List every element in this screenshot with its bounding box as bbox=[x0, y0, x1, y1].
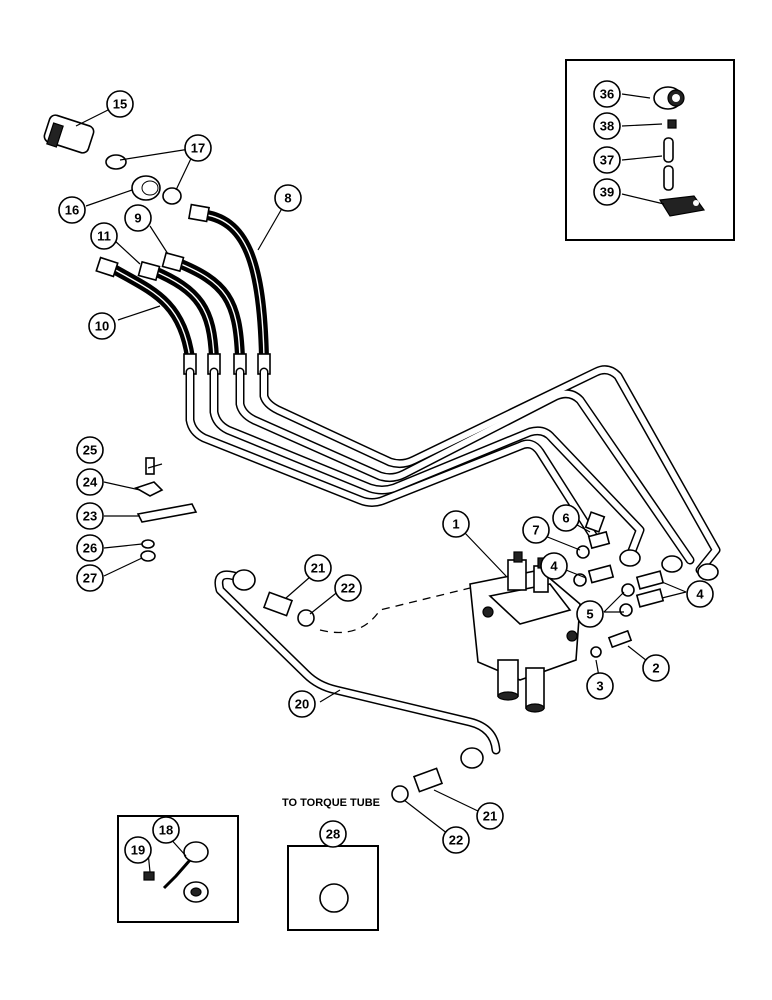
callout-39: 39 bbox=[593, 178, 621, 206]
svg-text:26: 26 bbox=[83, 541, 97, 556]
svg-text:16: 16 bbox=[65, 203, 79, 218]
callout-4-right: 4 bbox=[686, 580, 714, 608]
svg-text:3: 3 bbox=[596, 679, 603, 694]
callout-24: 24 bbox=[76, 468, 104, 496]
svg-text:27: 27 bbox=[83, 571, 97, 586]
callout-21-upper: 21 bbox=[304, 554, 332, 582]
svg-text:21: 21 bbox=[311, 561, 325, 576]
callout-27: 27 bbox=[76, 564, 104, 592]
callout-11: 11 bbox=[90, 222, 118, 250]
callout-18: 18 bbox=[152, 816, 180, 844]
callout-19: 19 bbox=[124, 836, 152, 864]
inset-detail-box-top-right bbox=[565, 59, 735, 241]
valve-fittings bbox=[262, 530, 665, 803]
callouts: 15 17 16 8 9 11 10 36 38 37 39 25 24 23 … bbox=[58, 80, 714, 864]
callout-26: 26 bbox=[76, 534, 104, 562]
callout-1: 1 bbox=[442, 510, 470, 538]
callout-23: 23 bbox=[76, 502, 104, 530]
svg-text:11: 11 bbox=[97, 229, 111, 244]
svg-text:39: 39 bbox=[600, 185, 614, 200]
callout-3: 3 bbox=[586, 672, 614, 700]
svg-text:17: 17 bbox=[191, 141, 205, 156]
control-valve-assembly bbox=[469, 551, 581, 713]
svg-text:36: 36 bbox=[600, 87, 614, 102]
callout-20: 20 bbox=[288, 690, 316, 718]
steel-tubes bbox=[185, 365, 721, 769]
svg-text:10: 10 bbox=[95, 319, 109, 334]
callout-10: 10 bbox=[88, 312, 116, 340]
svg-text:4: 4 bbox=[696, 587, 704, 602]
svg-text:9: 9 bbox=[134, 211, 141, 226]
leader-lines bbox=[75, 93, 687, 873]
callout-37: 37 bbox=[593, 146, 621, 174]
svg-text:19: 19 bbox=[131, 843, 145, 858]
nut-part bbox=[667, 119, 677, 129]
callout-8: 8 bbox=[274, 184, 302, 212]
callout-28: 28 bbox=[319, 820, 347, 848]
svg-text:2: 2 bbox=[652, 661, 659, 676]
svg-text:25: 25 bbox=[83, 443, 97, 458]
callout-6: 6 bbox=[552, 504, 580, 532]
svg-text:21: 21 bbox=[483, 809, 497, 824]
svg-text:23: 23 bbox=[83, 509, 97, 524]
svg-text:18: 18 bbox=[159, 823, 173, 838]
svg-text:22: 22 bbox=[341, 581, 355, 596]
svg-text:1: 1 bbox=[452, 517, 459, 532]
bracket-parts bbox=[134, 457, 198, 562]
block-part bbox=[658, 195, 706, 217]
svg-text:7: 7 bbox=[532, 523, 539, 538]
callout-9: 9 bbox=[124, 204, 152, 232]
svg-text:5: 5 bbox=[586, 607, 593, 622]
svg-text:15: 15 bbox=[113, 97, 127, 112]
hydraulic-hoses bbox=[95, 203, 271, 375]
pin-part bbox=[663, 137, 674, 163]
callout-22-lower: 22 bbox=[442, 826, 470, 854]
inset-detail-box-bottom-center bbox=[287, 845, 379, 931]
svg-text:6: 6 bbox=[562, 511, 569, 526]
svg-text:38: 38 bbox=[600, 119, 614, 134]
torque-tube-note: TO TORQUE TUBE bbox=[282, 797, 380, 809]
coupler-parts bbox=[43, 114, 182, 205]
callout-15: 15 bbox=[106, 90, 134, 118]
callout-21-lower: 21 bbox=[476, 802, 504, 830]
callout-7: 7 bbox=[522, 516, 550, 544]
callout-4-left: 4 bbox=[540, 552, 568, 580]
svg-text:37: 37 bbox=[600, 153, 614, 168]
callout-2: 2 bbox=[642, 654, 670, 682]
svg-text:24: 24 bbox=[83, 475, 98, 490]
callout-38: 38 bbox=[593, 112, 621, 140]
callout-16: 16 bbox=[58, 196, 86, 224]
callout-22-upper: 22 bbox=[334, 574, 362, 602]
callout-25: 25 bbox=[76, 436, 104, 464]
svg-text:22: 22 bbox=[449, 833, 463, 848]
svg-text:8: 8 bbox=[284, 191, 291, 206]
callout-5: 5 bbox=[576, 600, 604, 628]
callout-17: 17 bbox=[184, 134, 212, 162]
svg-text:28: 28 bbox=[326, 827, 340, 842]
callout-36: 36 bbox=[593, 80, 621, 108]
svg-text:20: 20 bbox=[295, 697, 309, 712]
svg-text:4: 4 bbox=[550, 559, 558, 574]
inset-detail-box-bottom-left bbox=[117, 815, 239, 923]
